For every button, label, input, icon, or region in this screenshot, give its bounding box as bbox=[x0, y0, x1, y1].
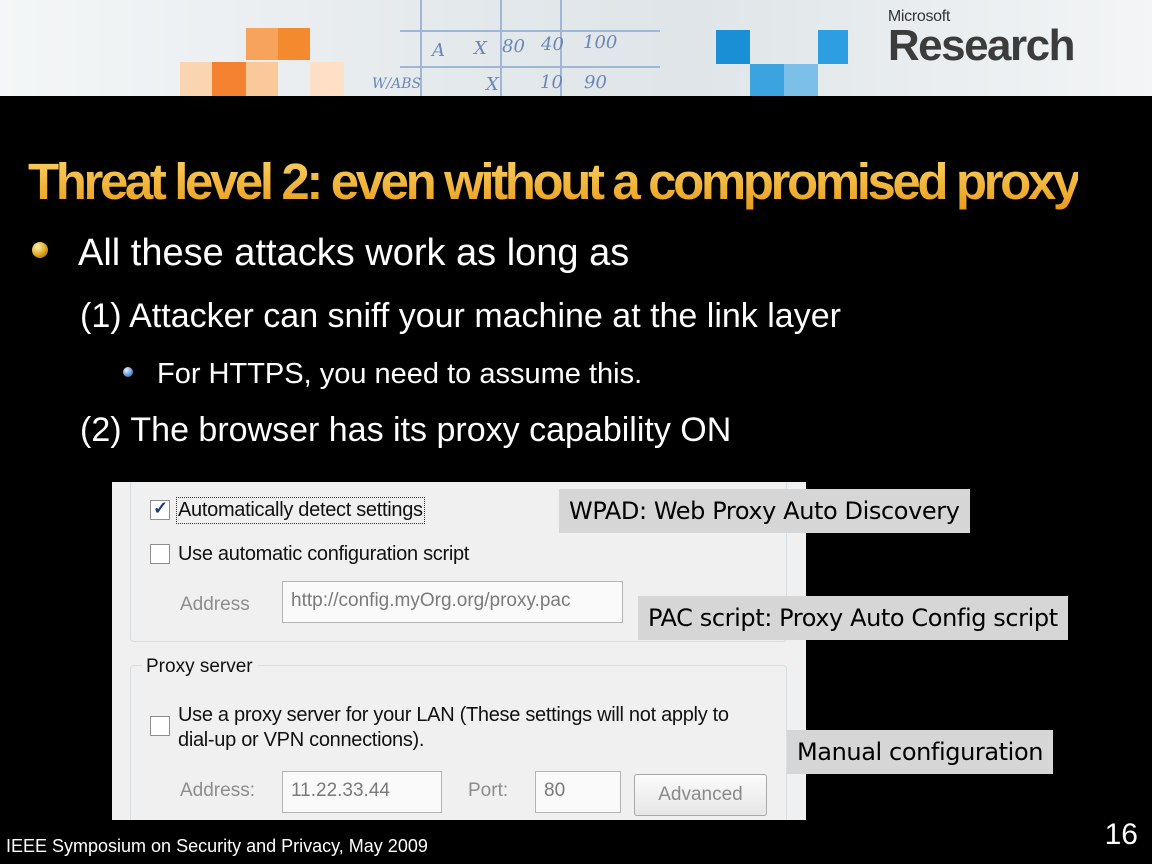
blue-square bbox=[784, 64, 818, 96]
footer-conference: IEEE Symposium on Security and Privacy, … bbox=[6, 836, 428, 856]
port-field[interactable]: 80 bbox=[535, 771, 621, 813]
handwriting: X bbox=[474, 38, 487, 59]
banner-grid-line bbox=[560, 0, 562, 96]
logo-microsoft: Microsoft bbox=[887, 8, 951, 25]
handwriting: A bbox=[432, 40, 445, 61]
blue-square bbox=[716, 30, 750, 64]
page-number: 16 bbox=[1104, 818, 1138, 851]
microsoft-research-logo: Microsoft Research bbox=[887, 8, 1076, 70]
proxy-address-field[interactable]: 11.22.33.44 bbox=[282, 771, 442, 813]
script-address-label: Address bbox=[180, 594, 250, 615]
slide-title: Threat level 2: even without a compromis… bbox=[28, 153, 1081, 210]
orange-square bbox=[180, 62, 212, 96]
orange-square bbox=[246, 28, 278, 60]
banner-grid-line bbox=[420, 0, 422, 96]
orange-square bbox=[246, 62, 278, 96]
callout-wpad: WPAD: Web Proxy Auto Discovery bbox=[559, 489, 970, 533]
callout-manual: Manual configuration bbox=[787, 730, 1054, 774]
handwriting: X bbox=[486, 74, 499, 95]
callout-pac: PAC script: Proxy Auto Config script bbox=[638, 596, 1068, 640]
bullet-icon bbox=[32, 242, 48, 258]
proxy-address-label: Address: bbox=[180, 780, 255, 801]
handwriting: 40 bbox=[541, 34, 564, 55]
logo-research: Research bbox=[887, 21, 1076, 70]
handwriting: 80 bbox=[502, 36, 525, 57]
auto-script-checkbox[interactable] bbox=[150, 544, 170, 564]
auto-script-label[interactable]: Use automatic configuration script bbox=[178, 543, 470, 565]
proxy-server-group bbox=[130, 665, 787, 820]
auto-detect-checkbox[interactable] bbox=[150, 498, 170, 520]
script-address-field[interactable]: http://config.myOrg.org/proxy.pac bbox=[282, 581, 623, 623]
handwriting: 90 bbox=[584, 72, 607, 93]
use-proxy-label-line2[interactable]: dial-up or VPN connections). bbox=[178, 729, 425, 751]
use-proxy-label-line1[interactable]: Use a proxy server for your LAN (These s… bbox=[178, 704, 729, 726]
condition-1: (1) Attacker can sniff your machine at t… bbox=[80, 297, 841, 335]
blue-square bbox=[818, 30, 848, 64]
orange-square bbox=[278, 28, 310, 60]
condition-2: (2) The browser has its proxy capability… bbox=[80, 411, 732, 449]
proxy-server-legend: Proxy server bbox=[142, 656, 257, 678]
advanced-button[interactable]: Advanced bbox=[634, 774, 767, 816]
banner-grid-line bbox=[400, 66, 660, 68]
sub-bullet-https: For HTTPS, you need to assume this. bbox=[157, 358, 643, 390]
port-label: Port: bbox=[468, 780, 509, 801]
blue-square bbox=[750, 64, 784, 96]
header-banner: A X 80 40 100 X 10 90 W/ABS Microsoft Re… bbox=[0, 0, 1152, 96]
auto-detect-label[interactable]: Automatically detect settings bbox=[176, 497, 425, 524]
banner-grid-line bbox=[400, 30, 660, 32]
bullet-main: All these attacks work as long as bbox=[78, 232, 630, 274]
handwriting: W/ABS bbox=[372, 76, 422, 92]
handwriting: 100 bbox=[583, 32, 618, 53]
use-proxy-checkbox[interactable] bbox=[150, 716, 170, 736]
proxy-settings-screenshot: Automatically detect settings Use automa… bbox=[112, 482, 806, 820]
auto-config-group bbox=[130, 482, 787, 642]
banner-grid-line bbox=[500, 0, 502, 96]
orange-square bbox=[310, 62, 344, 96]
handwriting: 10 bbox=[540, 72, 563, 93]
orange-square bbox=[212, 62, 246, 96]
sub-bullet-icon bbox=[123, 367, 133, 377]
